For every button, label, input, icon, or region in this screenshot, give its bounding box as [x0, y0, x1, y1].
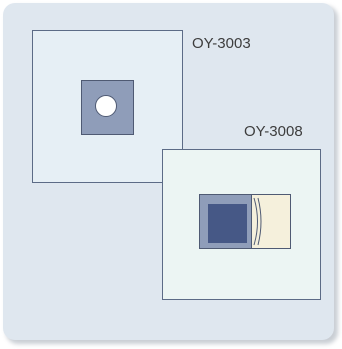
drape-oy-3008-label: OY-3008	[244, 123, 303, 140]
pouch-flap-fold	[253, 197, 262, 246]
round-fenestration-hole	[95, 95, 117, 117]
drape-oy-3003-label: OY-3003	[192, 35, 251, 52]
drape-oy-3003	[32, 30, 183, 183]
square-fenestration-opening	[208, 204, 247, 243]
